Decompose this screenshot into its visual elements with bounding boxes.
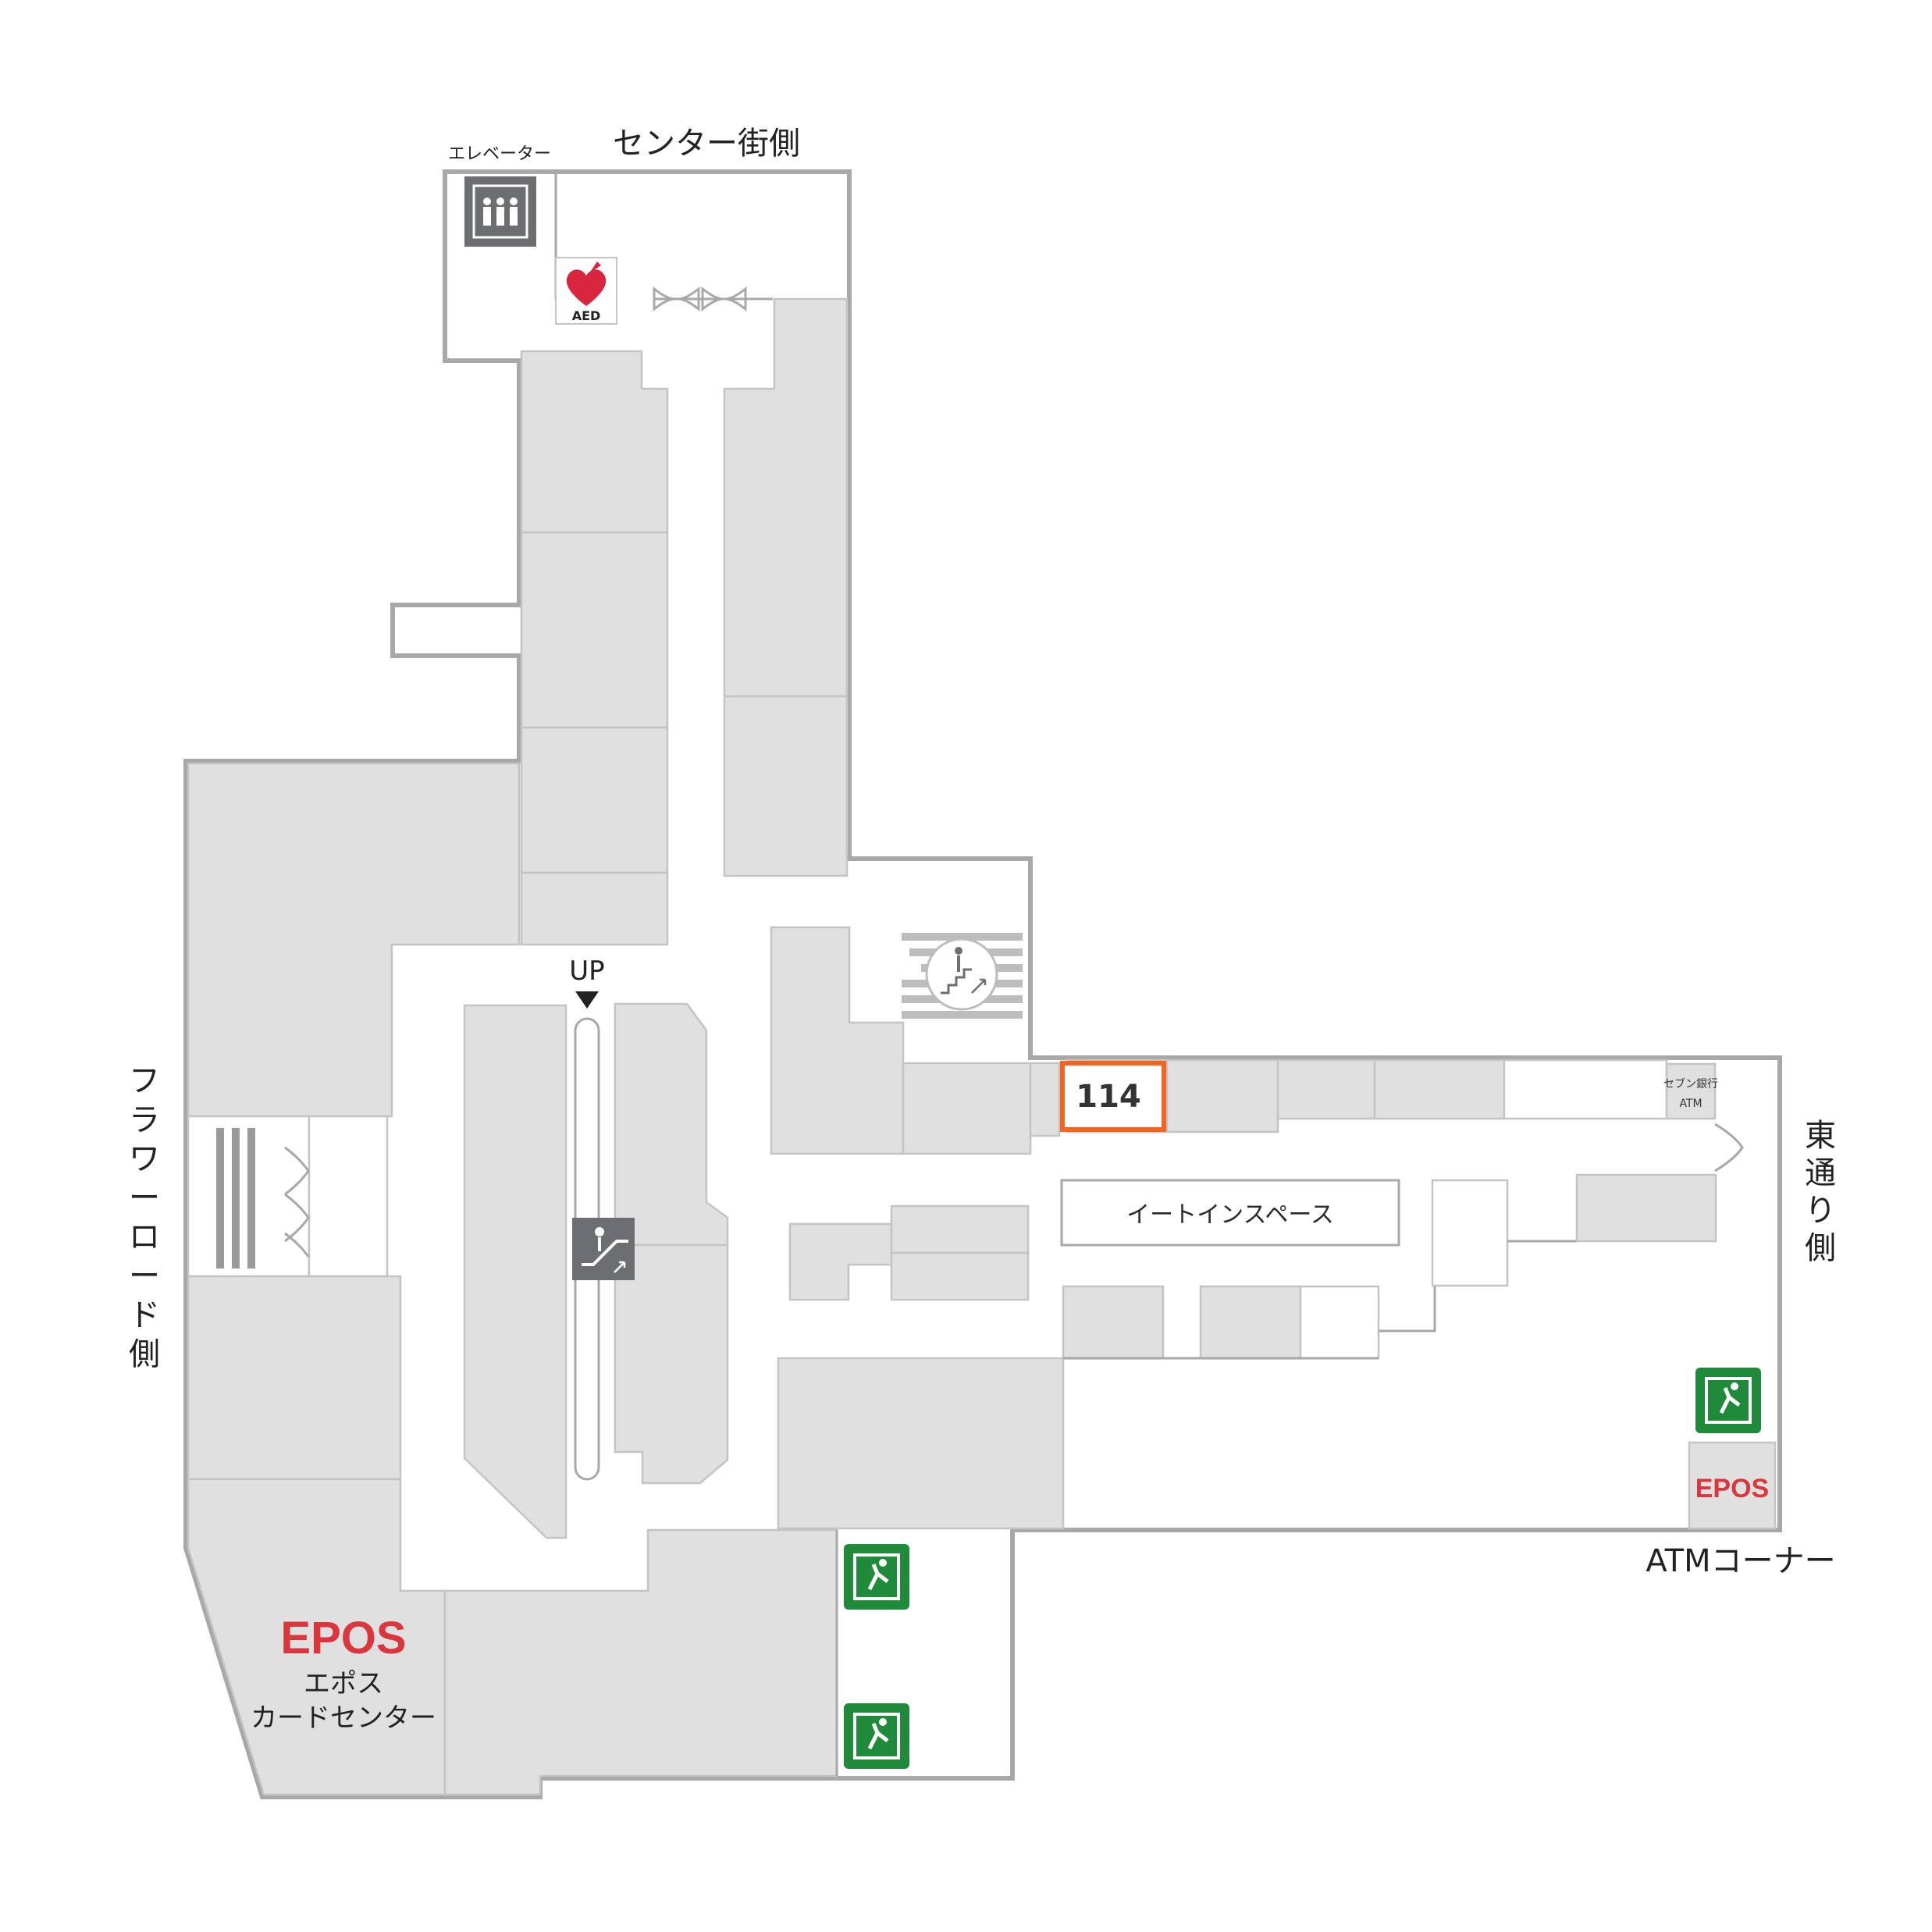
seven-bank-label: セブン銀行: [1663, 1077, 1718, 1091]
emergency-exit-icon: [844, 1703, 909, 1769]
svg-text:側: 側: [129, 1336, 160, 1372]
epos-card-center[interactable]: EPOS エポス カードセンター: [251, 1613, 436, 1734]
svg-text:フ: フ: [129, 1063, 160, 1099]
shop-block-east-lower[interactable]: [777, 1173, 1777, 1530]
epos-card-center-line1: エポス: [304, 1668, 383, 1699]
svg-text:ー: ー: [129, 1180, 160, 1216]
svg-text:側: 側: [1805, 1230, 1836, 1266]
east-entrance-doors: [1714, 1123, 1744, 1172]
shop-block-center-east[interactable]: [770, 926, 1061, 1301]
svg-text:ー: ー: [129, 1258, 160, 1294]
emergency-exit-icon: [844, 1544, 909, 1610]
up-label: UP: [569, 955, 604, 987]
west-entrance-stairs: [216, 1128, 310, 1268]
seven-bank-atm[interactable]: セブン銀行 ATM: [1663, 1077, 1718, 1110]
svg-text:ロ: ロ: [129, 1219, 160, 1255]
svg-text:ド: ド: [129, 1297, 160, 1333]
atm-corner-label: ATMコーナー: [1646, 1543, 1835, 1579]
svg-text:ラ: ラ: [129, 1102, 160, 1138]
epos-small-logo-text: EPOS: [1695, 1474, 1769, 1503]
epos-card-center-line2: カードセンター: [251, 1703, 436, 1734]
emergency-exit-icon: [1695, 1368, 1761, 1433]
flower-road-side-label: フ ラ ワ ー ロ ー ド 側: [129, 1063, 160, 1372]
east-street-side-label: 東 通 り 側: [1805, 1118, 1836, 1266]
highlighted-shop-114[interactable]: 114: [1060, 1061, 1166, 1132]
shop-block-center-left[interactable]: [463, 1004, 568, 1539]
svg-text:通: 通: [1805, 1155, 1836, 1191]
stairs-icon: [941, 947, 987, 994]
shop-number-label: 114: [1076, 1079, 1141, 1115]
aed-label: AED: [572, 308, 601, 323]
eat-in-space[interactable]: イートインスペース: [1060, 1179, 1400, 1247]
svg-text:ワ: ワ: [129, 1141, 160, 1177]
shop-block-west-wing[interactable]: [187, 762, 838, 1796]
down-triangle-icon: [575, 991, 599, 1009]
epos-logo-text: EPOS: [280, 1613, 406, 1663]
atm-small-label: ATM: [1679, 1098, 1702, 1110]
escalator-icon[interactable]: [572, 1218, 635, 1280]
svg-text:東: 東: [1805, 1118, 1836, 1154]
center-street-side-label: センター街側: [613, 126, 800, 162]
north-entrance-doors: [653, 286, 747, 312]
elevator-label: エレベーター: [448, 144, 551, 164]
shop-block-center-right[interactable]: [614, 1002, 729, 1485]
elevator-icon[interactable]: [464, 176, 536, 247]
svg-text:り: り: [1805, 1193, 1836, 1229]
shop-block-upper-right[interactable]: [723, 297, 849, 877]
eat-in-space-label: イートインスペース: [1126, 1201, 1334, 1229]
epos-logo-icon: EPOS: [1695, 1474, 1769, 1503]
aed-icon[interactable]: AED: [555, 257, 617, 325]
shop-block-upper-left[interactable]: [520, 350, 669, 946]
